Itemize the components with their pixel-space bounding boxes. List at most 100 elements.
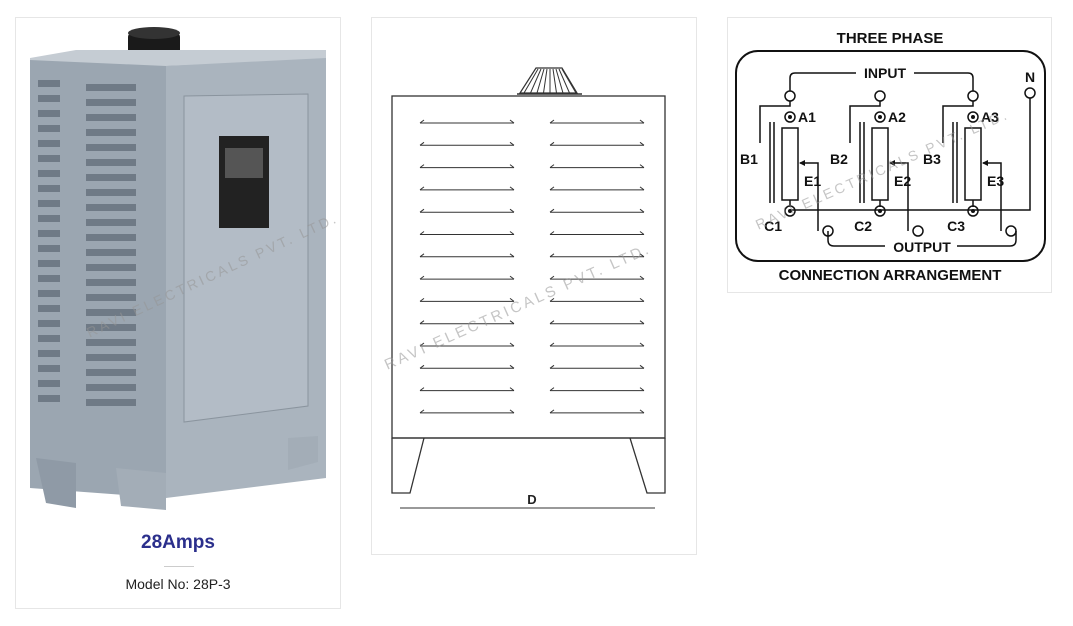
diagram-frame <box>735 50 1046 262</box>
winding <box>871 127 889 201</box>
louver-end <box>419 231 515 235</box>
vent-slot <box>86 309 136 316</box>
knob-rib <box>558 68 570 94</box>
dimension-drawing-card[interactable]: D RAVI ELECTRICALS PVT. LTD. <box>371 17 697 555</box>
vent-slot <box>86 294 136 301</box>
vent-slot <box>86 84 136 91</box>
leg-right <box>629 437 666 494</box>
louver-end <box>419 164 515 168</box>
knob-rib <box>561 68 577 94</box>
vent-slot <box>38 260 60 267</box>
terminal-a <box>874 111 886 123</box>
terminal-c <box>874 205 886 217</box>
louver-end <box>549 364 645 369</box>
vent-slot <box>86 99 136 106</box>
louver-end <box>549 186 645 191</box>
input-terminal <box>784 90 796 102</box>
vent-slots-left <box>38 80 60 402</box>
model-number: Model No: 28P-3 <box>125 576 231 592</box>
vent-slot <box>38 155 60 162</box>
louver-end <box>419 186 515 191</box>
louver-end <box>419 387 515 391</box>
output-terminal <box>912 225 924 237</box>
input-terminal <box>874 90 886 102</box>
terminal-a <box>784 111 796 123</box>
louver-end <box>549 298 645 302</box>
vent-slot <box>86 339 136 346</box>
vent-slot <box>86 399 136 406</box>
cabinet-outline <box>391 95 666 439</box>
vent-slot <box>38 170 60 177</box>
terminal-c <box>967 205 979 217</box>
louver-end <box>419 298 515 302</box>
product-card[interactable]: RAVI ELECTRICALS PVT. LTD. 28Amps Model … <box>15 17 341 609</box>
neutral-label: N <box>1025 69 1035 85</box>
title-divider <box>164 566 194 567</box>
neutral-terminal <box>1024 87 1036 99</box>
product-title[interactable]: 28Amps <box>141 532 215 553</box>
louver-end <box>549 141 645 146</box>
winding <box>781 127 799 201</box>
vent-slot <box>38 215 60 222</box>
input-label: INPUT <box>864 65 906 81</box>
vent-slot <box>38 305 60 312</box>
louver-end <box>549 275 645 280</box>
vent-slot <box>86 354 136 361</box>
terminal-e-label: E3 <box>987 173 1004 189</box>
vent-slot <box>86 144 136 151</box>
louver-end <box>419 253 515 258</box>
louver-end <box>549 342 645 347</box>
vent-slot <box>38 335 60 342</box>
louver-end <box>549 253 645 258</box>
terminal-b-label: B3 <box>923 151 941 167</box>
louver-end <box>549 320 645 325</box>
louver-end <box>419 119 515 124</box>
louvers <box>419 119 645 414</box>
vent-slot <box>38 380 60 387</box>
wiper <box>983 162 1002 231</box>
vent-slot <box>86 114 136 121</box>
vent-slot <box>86 159 136 166</box>
vent-slot <box>38 290 60 297</box>
terminal-a-label: A2 <box>888 109 906 125</box>
dimension-drawing[interactable]: D <box>372 18 698 556</box>
vent-slot <box>86 189 136 196</box>
terminal-a <box>967 111 979 123</box>
terminal-a-label: A3 <box>981 109 999 125</box>
connection-diagram[interactable]: THREE PHASE INPUT OUTPUT N A1B1E1C1A2B2E… <box>728 18 1053 294</box>
vent-slot <box>38 140 60 147</box>
louver-end <box>549 231 645 235</box>
terminal-c-label: C1 <box>764 218 782 234</box>
vent-slot <box>38 110 60 117</box>
diagram-heading: THREE PHASE <box>837 30 944 47</box>
vent-slot <box>38 365 60 372</box>
louver-end <box>419 208 515 213</box>
vent-slot <box>38 80 60 87</box>
vent-slot <box>86 219 136 226</box>
vent-slot <box>38 95 60 102</box>
vent-slot <box>86 204 136 211</box>
vent-slot <box>38 125 60 132</box>
vent-slot <box>86 384 136 391</box>
louver-end <box>549 208 645 213</box>
vent-slot <box>38 245 60 252</box>
leg-left <box>391 437 425 494</box>
louver-end <box>419 275 515 280</box>
terminal-b-label: B2 <box>830 151 848 167</box>
product-image[interactable] <box>16 18 342 528</box>
louver-end <box>419 320 515 325</box>
knob-rib <box>530 68 542 94</box>
terminal-c <box>784 205 796 217</box>
knob-rib <box>543 68 548 94</box>
knob-rib <box>536 68 545 94</box>
diagram-footer: CONNECTION ARRANGEMENT <box>779 267 1002 284</box>
louver-end <box>549 119 645 124</box>
vent-slot <box>86 129 136 136</box>
knob-rib <box>555 68 564 94</box>
vent-slot <box>86 174 136 181</box>
vent-slot <box>86 324 136 331</box>
